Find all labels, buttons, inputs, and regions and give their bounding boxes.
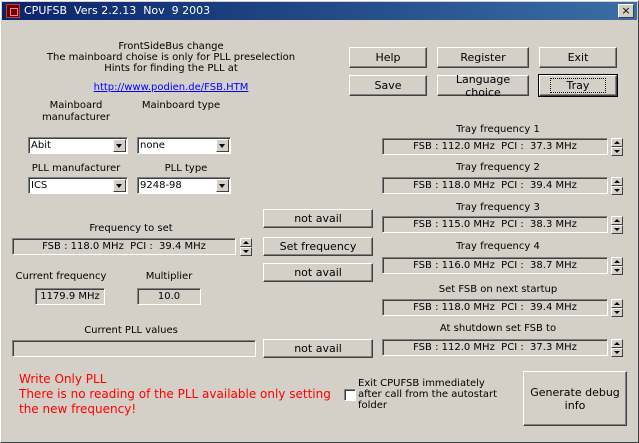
spin-down-icon[interactable] xyxy=(611,147,623,156)
spin-up-icon[interactable] xyxy=(611,177,623,186)
spin-up-icon[interactable] xyxy=(611,216,623,225)
frequency-to-set-label: Frequency to set xyxy=(89,223,173,234)
app-icon xyxy=(6,4,20,18)
tray-frequency-3-field[interactable]: FSB : 115.0 MHz PCI : 38.3 MHz xyxy=(382,216,608,233)
tray-frequency-1-field[interactable]: FSB : 112.0 MHz PCI : 37.3 MHz xyxy=(382,138,608,155)
tray-frequency-1-spinner[interactable] xyxy=(611,138,623,156)
exit-button[interactable]: Exit xyxy=(539,47,617,68)
register-button[interactable]: Register xyxy=(437,47,529,68)
spin-up-icon[interactable] xyxy=(611,138,623,147)
frequency-to-set-field[interactable]: FSB : 118.0 MHz PCI : 39.4 MHz xyxy=(12,238,236,255)
mainboard-type-select[interactable]: none xyxy=(137,137,231,154)
tray-frequency-2-label: Tray frequency 2 xyxy=(456,162,540,173)
help-button[interactable]: Help xyxy=(349,47,427,68)
next-startup-field[interactable]: FSB : 118.0 MHz PCI : 39.4 MHz xyxy=(382,299,608,316)
close-button[interactable]: × xyxy=(618,4,634,18)
exit-immediately-line-2: after call from the autostart xyxy=(358,389,498,400)
pll-type-label: PLL type xyxy=(164,163,208,174)
pll-manufacturer-select[interactable]: ICS xyxy=(28,177,128,194)
pll-type-value: 9248-98 xyxy=(140,180,182,191)
tray-frequency-2-field[interactable]: FSB : 118.0 MHz PCI : 39.4 MHz xyxy=(382,177,608,194)
not-avail-button-3[interactable]: not avail xyxy=(263,339,373,358)
info-line-1: FrontSideBus change xyxy=(118,41,224,52)
tray-frequency-1-label: Tray frequency 1 xyxy=(456,124,540,135)
shutdown-fsb-field[interactable]: FSB : 112.0 MHz PCI : 37.3 MHz xyxy=(382,339,608,356)
pll-manufacturer-value: ICS xyxy=(31,180,48,191)
tray-frequency-4-label: Tray frequency 4 xyxy=(456,241,540,252)
chevron-down-icon[interactable] xyxy=(216,179,229,192)
warning-line-2: There is no reading of the PLL available… xyxy=(19,387,331,401)
tray-frequency-2-spinner[interactable] xyxy=(611,177,623,195)
spin-up-icon[interactable] xyxy=(611,257,623,266)
mainboard-manufacturer-label: Mainboard manufacturer xyxy=(21,100,131,124)
language-choice-button[interactable]: Language choice xyxy=(437,73,529,99)
exit-immediately-line-1: Exit CPUFSB immediately xyxy=(358,378,485,389)
next-startup-label: Set FSB on next startup xyxy=(438,284,558,295)
not-avail-button-2[interactable]: not avail xyxy=(263,263,373,282)
save-button[interactable]: Save xyxy=(349,75,427,96)
mainboard-manufacturer-label-2: manufacturer xyxy=(41,112,111,123)
mainboard-manufacturer-value: Abit xyxy=(31,140,51,151)
spin-down-icon[interactable] xyxy=(611,186,623,195)
spin-down-icon[interactable] xyxy=(240,247,252,256)
warning-line-3: the new frequency! xyxy=(19,402,137,416)
spin-down-icon[interactable] xyxy=(611,308,623,317)
warning-line-1: Write Only PLL xyxy=(19,372,107,386)
current-frequency-value: 1179.9 MHz xyxy=(35,288,105,305)
info-block: FrontSideBus change The mainboard choise… xyxy=(41,41,301,74)
tray-button-label: Tray xyxy=(549,78,607,93)
spin-down-icon[interactable] xyxy=(611,348,623,357)
chevron-down-icon[interactable] xyxy=(113,179,126,192)
chevron-down-icon[interactable] xyxy=(216,139,229,152)
title-bar[interactable]: CPUFSB Vers 2.2.13 Nov 9 2003 × xyxy=(2,2,637,20)
set-frequency-button[interactable]: Set frequency xyxy=(263,237,373,256)
spin-up-icon[interactable] xyxy=(611,339,623,348)
generate-debug-info-button[interactable]: Generate debug info xyxy=(523,371,627,426)
tray-frequency-3-spinner[interactable] xyxy=(611,216,623,234)
spin-up-icon[interactable] xyxy=(611,299,623,308)
pll-type-select[interactable]: 9248-98 xyxy=(137,177,231,194)
multiplier-label: Multiplier xyxy=(145,271,193,282)
shutdown-fsb-spinner[interactable] xyxy=(611,339,623,357)
tray-frequency-4-field[interactable]: FSB : 116.0 MHz PCI : 38.7 MHz xyxy=(382,257,608,274)
spin-up-icon[interactable] xyxy=(240,238,252,247)
exit-immediately-checkbox[interactable] xyxy=(344,389,356,401)
next-startup-spinner[interactable] xyxy=(611,299,623,317)
tray-button[interactable]: Tray xyxy=(538,74,618,97)
multiplier-value: 10.0 xyxy=(137,288,201,305)
write-only-warning: Write Only PLL There is no reading of th… xyxy=(19,372,339,417)
current-frequency-label: Current frequency xyxy=(15,271,107,282)
exit-immediately-label: Exit CPUFSB immediately after call from … xyxy=(358,378,497,411)
chevron-down-icon[interactable] xyxy=(113,139,126,152)
tray-frequency-3-label: Tray frequency 3 xyxy=(456,202,540,213)
mainboard-manufacturer-select[interactable]: Abit xyxy=(28,137,128,154)
tray-frequency-4-spinner[interactable] xyxy=(611,257,623,275)
current-pll-values-label: Current PLL values xyxy=(84,325,178,336)
spin-down-icon[interactable] xyxy=(611,225,623,234)
hints-link[interactable]: http://www.podien.de/FSB.HTM xyxy=(93,82,249,93)
info-line-2: The mainboard choise is only for PLL pre… xyxy=(46,52,296,63)
mainboard-type-label: Mainboard type xyxy=(141,100,221,111)
shutdown-fsb-label: At shutdown set FSB to xyxy=(439,323,557,334)
pll-manufacturer-label: PLL manufacturer xyxy=(31,163,121,174)
current-pll-values-field xyxy=(12,340,256,357)
spin-down-icon[interactable] xyxy=(611,266,623,275)
frequency-to-set-spinner[interactable] xyxy=(240,238,252,256)
exit-immediately-line-3: folder xyxy=(358,400,388,411)
mainboard-manufacturer-label-1: Mainboard xyxy=(49,100,103,111)
mainboard-type-value: none xyxy=(140,140,165,151)
not-avail-button-1[interactable]: not avail xyxy=(263,209,373,228)
info-line-3: Hints for finding the PLL at xyxy=(104,63,238,74)
window-title: CPUFSB Vers 2.2.13 Nov 9 2003 xyxy=(24,4,211,17)
